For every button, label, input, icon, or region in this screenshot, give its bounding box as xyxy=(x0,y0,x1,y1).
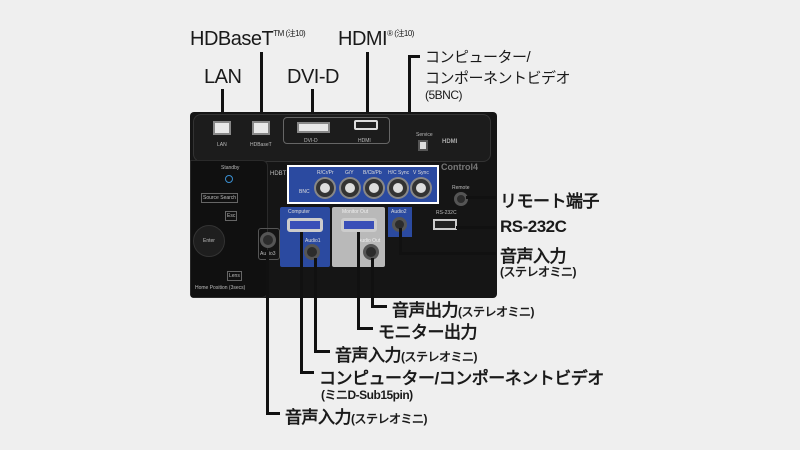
bnc-port-label: H/C Sync xyxy=(388,170,410,176)
monitor-out-label: モニター出力 xyxy=(378,323,478,342)
hdmi-port xyxy=(354,120,378,130)
leader-line xyxy=(357,232,360,330)
audio1-jack xyxy=(304,244,320,260)
leader-line xyxy=(266,412,280,415)
bnc-connector xyxy=(341,179,359,197)
bnc-port-label: B/Cb/Pb xyxy=(363,170,382,176)
leader-line xyxy=(466,196,496,199)
leader-line xyxy=(260,52,263,119)
computer-sub-label: (ミニD-Sub15pin) xyxy=(321,388,413,402)
audio-in1-label: 音声入力(ステレオミニ) xyxy=(335,341,478,366)
audio-in-label: 音声入力 xyxy=(500,247,567,266)
panel-rs232c-text: RS-232C xyxy=(436,210,457,216)
bnc-connector xyxy=(365,179,383,197)
audio-in1-label-sub: (ステレオミニ) xyxy=(401,350,478,364)
bnc-label-1: コンピューター/ xyxy=(425,49,531,66)
power-icon[interactable] xyxy=(225,175,233,183)
hdbaset-port xyxy=(252,121,270,135)
panel-hdbaset-text: HDBaseT xyxy=(250,142,272,148)
bnc-connector xyxy=(316,179,334,197)
leader-line xyxy=(371,305,387,308)
audio3-jack xyxy=(260,232,276,248)
panel-lan-text: LAN xyxy=(217,142,227,148)
leader-line xyxy=(300,232,303,374)
bnc-port-label: R/Cr/Pr xyxy=(317,170,334,176)
audio-out-label: 音声出力(ステレオミニ) xyxy=(392,296,535,321)
control-panel: Standby Source Search Esc Enter Lens Hom… xyxy=(190,160,268,298)
leader-line xyxy=(266,250,269,415)
home-position-text: Home Position (3secs) xyxy=(195,285,246,291)
control4-logo: Control4 xyxy=(441,162,478,172)
leader-line xyxy=(371,258,374,308)
rs232c-label: RS-232C xyxy=(500,217,567,236)
leader-line xyxy=(314,258,317,353)
bnc-text: BNC xyxy=(299,189,310,195)
bnc-label-3: (5BNC) xyxy=(425,88,463,102)
leader-line xyxy=(408,55,420,58)
audio-in3-label-text: 音声入力 xyxy=(285,408,352,427)
audio-out-label-text: 音声出力 xyxy=(392,301,459,320)
bnc-port-label: V Sync xyxy=(413,170,429,176)
dvid-label: DVI-D xyxy=(287,66,339,88)
leader-line xyxy=(314,350,330,353)
esc-button[interactable]: Esc xyxy=(225,211,238,221)
enter-button[interactable]: Enter xyxy=(193,225,225,257)
panel-hdmi-text: HDMI xyxy=(358,138,371,144)
leader-line xyxy=(456,226,496,229)
panel-monitor-out-text: Monitor Out xyxy=(342,209,369,215)
service-port xyxy=(418,140,428,151)
panel-remote-text: Remote xyxy=(452,185,470,191)
leader-line xyxy=(408,55,411,167)
standby-text: Standby xyxy=(221,165,240,171)
remote-port xyxy=(454,192,468,206)
panel-audio1-text: Audio1 xyxy=(305,238,321,244)
bnc-connector xyxy=(389,179,407,197)
leader-line xyxy=(357,327,373,330)
audio3-frame xyxy=(258,228,280,260)
leader-line xyxy=(366,52,369,119)
rs232c-port xyxy=(433,219,457,230)
dvid-port xyxy=(297,122,330,133)
lan-port xyxy=(213,121,231,135)
leader-line xyxy=(221,89,224,119)
audio2-block: Audio2 xyxy=(388,207,412,237)
hdbt-logo: HDBT xyxy=(270,171,287,177)
lens-button[interactable]: Lens xyxy=(227,271,242,281)
panel-audio2-text: Audio2 xyxy=(391,209,407,215)
enter-text: Enter xyxy=(203,238,215,244)
panel-audio-out-text: Audio Out xyxy=(358,238,381,244)
audio-in-sub-label: (ステレオミニ) xyxy=(500,265,577,279)
computer-block: Computer Audio1 xyxy=(280,207,330,267)
panel-service-text: Service xyxy=(416,132,433,138)
leader-line xyxy=(300,371,314,374)
bnc-port-label: G/Y xyxy=(345,170,354,176)
bnc-connector xyxy=(412,179,430,197)
computer-label: コンピューター/コンポーネントビデオ xyxy=(319,369,604,388)
audio-in3-label-sub: (ステレオミニ) xyxy=(351,412,428,426)
audio-out-label-sub: (ステレオミニ) xyxy=(458,305,535,319)
hdmi-logo: HDMI xyxy=(442,139,458,145)
monitor-out-vga-port xyxy=(341,218,377,232)
leader-line xyxy=(399,252,496,255)
panel-computer-text: Computer xyxy=(288,209,310,215)
leader-line xyxy=(399,228,402,254)
audio-in1-label-text: 音声入力 xyxy=(335,346,402,365)
hdmi-label: HDMI® (注10) xyxy=(338,28,414,50)
leader-line xyxy=(311,89,314,119)
remote-label: リモート端子 xyxy=(500,192,600,211)
computer-vga-port xyxy=(287,218,323,232)
lan-label: LAN xyxy=(204,66,242,88)
source-search-button[interactable]: Source Search xyxy=(201,193,239,203)
hdbaset-label: HDBaseTTM (注10) xyxy=(190,28,306,50)
audio-in3-label: 音声入力(ステレオミニ) xyxy=(285,403,428,428)
projector-rear-panel: LAN HDBaseT DVI-D HDMI Service HDMI Cont… xyxy=(190,112,497,298)
bnc-group: BNC R/Cr/Pr G/Y B/Cb/Pb H/C Sync V Sync xyxy=(287,165,439,204)
panel-dvid-text: DVI-D xyxy=(304,138,318,144)
bnc-label-2: コンポーネントビデオ xyxy=(425,70,571,87)
